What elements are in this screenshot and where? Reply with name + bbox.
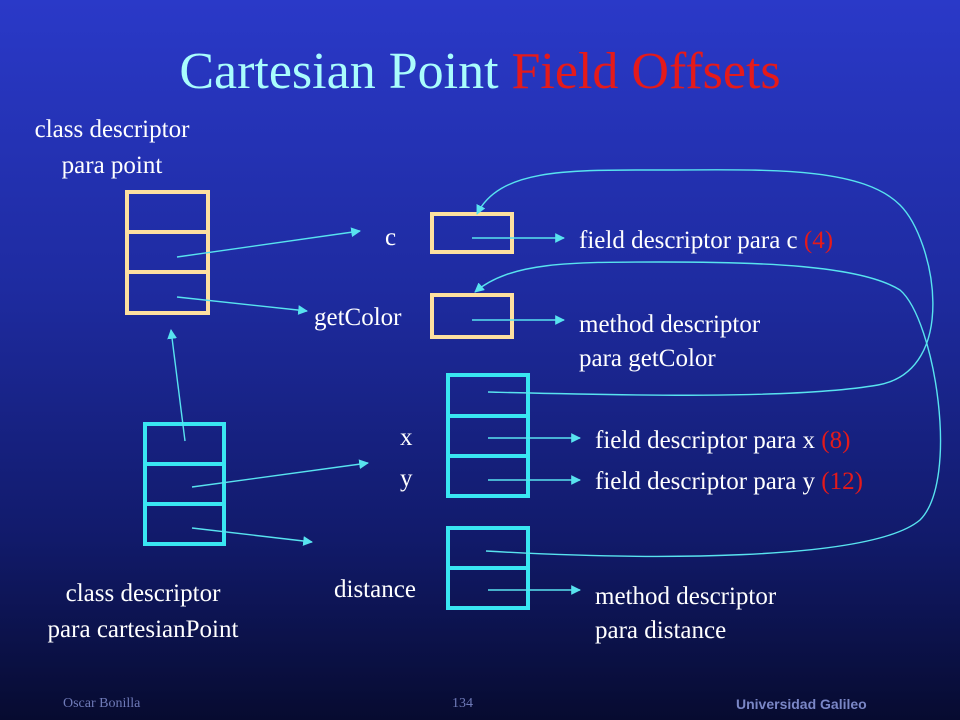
method-distance-line1: method descriptor	[595, 583, 777, 610]
label-x: x	[400, 424, 413, 451]
title-main: Cartesian Point	[179, 43, 499, 100]
slide-title: Cartesian Point Field Offsets	[0, 42, 960, 101]
arrow-cartesian-to-xy	[191, 459, 369, 488]
xy-descriptor-box	[446, 373, 530, 498]
field-c-offset: (4)	[803, 227, 834, 254]
arrow-point-to-c	[176, 227, 361, 258]
field-y-offset: (12)	[821, 468, 863, 495]
method-getColor-line1: method descriptor	[579, 311, 761, 338]
method-getColor-line2: para getColor	[579, 345, 716, 372]
cartesian-descriptor-box	[143, 422, 226, 546]
label-distance: distance	[334, 576, 416, 603]
c-descriptor-box	[430, 212, 514, 254]
field-c-text: field descriptor para c	[579, 227, 798, 254]
cartesian-descriptor-label: class descriptor para cartesianPoint	[18, 576, 268, 648]
point-descriptor-label: class descriptor para point	[12, 112, 212, 184]
footer-org: Universidad Galileo	[736, 696, 867, 712]
field-c-descriptor: field descriptor para c (4)	[579, 227, 833, 255]
method-distance-line2: para distance	[595, 617, 727, 644]
title-accent: Field Offsets	[511, 43, 781, 100]
arrow-point-to-getColor	[176, 296, 308, 315]
getColor-descriptor-box	[430, 293, 514, 339]
footer-page-number: 134	[452, 696, 473, 711]
distance-descriptor-box	[446, 526, 530, 610]
method-distance-descriptor: method descriptor para distance	[595, 580, 776, 648]
label-getColor: getColor	[314, 304, 402, 331]
field-x-offset: (8)	[821, 427, 851, 454]
arrow-cartesian-to-point	[167, 329, 186, 442]
point-descriptor-box	[125, 190, 210, 315]
arrow-distance-to-getColor-descriptor	[474, 261, 942, 557]
field-x-descriptor: field descriptor para x (8)	[595, 427, 850, 455]
footer-author: Oscar Bonilla	[63, 696, 141, 711]
field-y-descriptor: field descriptor para y (12)	[595, 468, 863, 496]
point-descriptor-line2: para point	[61, 152, 163, 179]
cartesian-descriptor-line2: para cartesianPoint	[47, 616, 239, 643]
field-x-text: field descriptor para x	[595, 427, 816, 454]
label-y: y	[400, 465, 413, 492]
label-c: c	[385, 224, 397, 251]
point-descriptor-line1: class descriptor	[34, 116, 190, 143]
cartesian-descriptor-line1: class descriptor	[65, 580, 221, 607]
field-y-text: field descriptor para y	[595, 468, 816, 495]
arrow-xy-to-c-descriptor	[476, 169, 934, 396]
method-getColor-descriptor: method descriptor para getColor	[579, 308, 760, 376]
arrow-cartesian-to-distance	[191, 527, 313, 546]
